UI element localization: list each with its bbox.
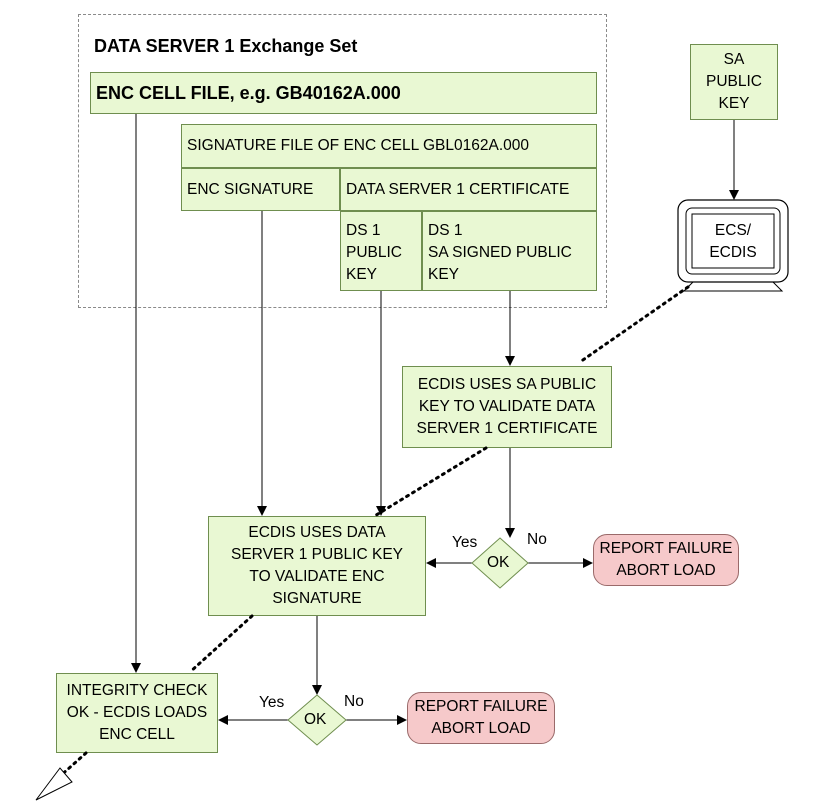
dotted-path-3 [188, 614, 254, 674]
output-arrowhead [35, 767, 73, 801]
monitor-icon [677, 199, 789, 292]
failure-box-2: REPORT FAILURE ABORT LOAD [407, 692, 555, 744]
decision-2-label: OK [304, 711, 327, 728]
validate-certificate-box: ECDIS USES SA PUBLIC KEY TO VALIDATE DAT… [402, 366, 612, 448]
decision-1-no-label: No [527, 531, 547, 548]
ds1-certificate-box: DATA SERVER 1 CERTIFICATE [340, 168, 597, 211]
decision-1-yes-label: Yes [452, 534, 478, 551]
ecs-ecdis-label: ECS/ ECDIS [709, 222, 757, 261]
failure-box-1: REPORT FAILURE ABORT LOAD [593, 534, 739, 586]
decision-2-diamond [287, 694, 347, 746]
dotted-path-1 [578, 285, 690, 364]
enc-signature-box: ENC SIGNATURE [181, 168, 340, 211]
signature-file-box: SIGNATURE FILE OF ENC CELL GBL0162A.000 [181, 124, 597, 168]
enc-cell-file-box: ENC CELL FILE, e.g. GB40162A.000 [90, 72, 597, 114]
decision-1-label: OK [487, 554, 510, 571]
decision-1-diamond [471, 537, 529, 589]
decision-2-no-label: No [344, 693, 364, 710]
exchange-set-title: DATA SERVER 1 Exchange Set [94, 36, 358, 56]
integrity-check-box: INTEGRITY CHECK OK - ECDIS LOADS ENC CEL… [56, 673, 218, 753]
ds1-sa-signed-key-box: DS 1 SA SIGNED PUBLIC KEY [422, 211, 597, 291]
sa-public-key-box: SA PUBLIC KEY [690, 44, 778, 120]
ds1-public-key-box: DS 1 PUBLIC KEY [340, 211, 422, 291]
dotted-path-2 [371, 446, 488, 519]
decision-2-yes-label: Yes [259, 694, 285, 711]
validate-signature-box: ECDIS USES DATA SERVER 1 PUBLIC KEY TO V… [208, 516, 426, 616]
